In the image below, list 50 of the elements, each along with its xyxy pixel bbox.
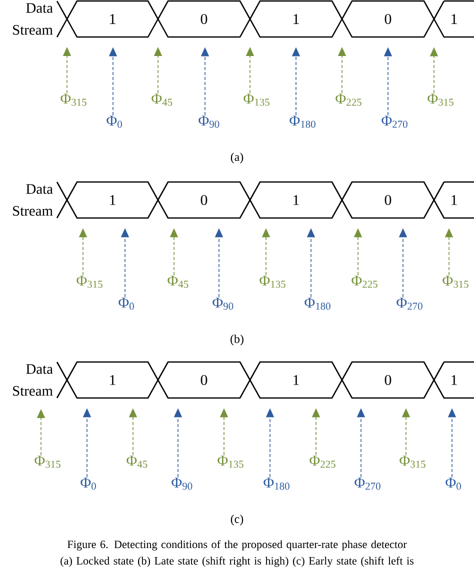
phase-label: Φ$_{45}$ — [168, 276, 188, 288]
phase-label: Φ$_{135}$ — [218, 456, 244, 468]
phase-label: Φ$_{270}$ — [354, 478, 380, 490]
panel-label: (b) — [230, 334, 244, 346]
phase-label: Φ$_{270}$ — [396, 298, 422, 310]
phase-label: Φ$_{315}$ — [400, 456, 426, 468]
phase-label: Φ$_{315}$ — [34, 456, 60, 468]
phase-label: Φ$_{135}$ — [244, 94, 270, 106]
data-bit-cell: 1 — [66, 361, 159, 399]
data-bit-cell: 0 — [157, 0, 251, 38]
phase-label: Φ$_{0}$ — [118, 298, 134, 310]
phase-label: Φ$_{90}$ — [172, 478, 192, 490]
phase-label: Φ$_{225}$ — [336, 94, 362, 106]
data-bit-cell: 0 — [157, 361, 251, 399]
phase-label: Φ$_{315}$ — [442, 276, 468, 288]
phase-label: Φ$_{315}$ — [60, 94, 86, 106]
data-bit-cell: 0 — [157, 181, 251, 219]
phase-label: Φ$_{45}$ — [126, 456, 148, 468]
data-bit-cell: 1 — [433, 361, 474, 399]
signal-name: Data Stream — [13, 364, 53, 396]
panel-label: (a) — [230, 152, 244, 164]
data-bit-cell: 1 — [66, 0, 159, 38]
signal-name: Data Stream — [13, 3, 53, 35]
phase-label: Φ$_{180}$ — [264, 478, 290, 490]
data-bit-cell: 1 — [433, 181, 474, 219]
phase-label: Φ$_{45}$ — [152, 94, 172, 106]
data-bit-cell: 0 — [341, 0, 435, 38]
phase-label: Φ$_{225}$ — [352, 276, 378, 288]
data-bit-cell: 0 — [341, 361, 435, 399]
phase-label: Φ$_{180}$ — [304, 298, 330, 310]
phase-label: Φ$_{315}$ — [76, 276, 102, 288]
phase-label: Φ$_{0}$ — [446, 478, 461, 490]
data-bit-cell: 1 — [249, 181, 343, 219]
phase-label: Φ$_{225}$ — [310, 456, 336, 468]
phase-label: Φ$_{0}$ — [80, 478, 96, 490]
phase-label: Φ$_{180}$ — [290, 116, 316, 128]
phase-label: Φ$_{90}$ — [198, 116, 220, 128]
phase-label: Φ$_{315}$ — [428, 94, 454, 106]
phase-label: Φ$_{270}$ — [382, 116, 408, 128]
data-bit-cell: 1 — [249, 361, 343, 399]
data-bit-cell: 1 — [66, 181, 159, 219]
caption: Figure 6. Detecting conditions of the proposed quarter-rate phase detector (a) Locked state (b) Late state (shift right is high) (c) Early state (shift left is — [60, 540, 414, 567]
phase-label: Φ$_{0}$ — [106, 116, 122, 128]
phase-label: Φ$_{90}$ — [212, 298, 234, 310]
data-bit-cell: 1 — [249, 0, 343, 38]
data-bit-cell: 0 — [341, 181, 435, 219]
signal-name: Data Stream — [13, 184, 53, 216]
phase-label: Φ$_{135}$ — [260, 276, 286, 288]
panel-label: (c) — [230, 514, 244, 526]
data-bit-cell: 1 — [433, 0, 474, 38]
